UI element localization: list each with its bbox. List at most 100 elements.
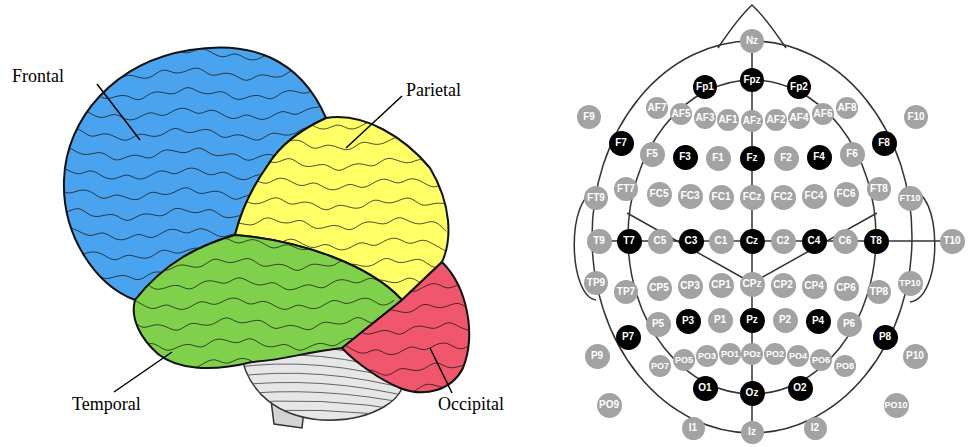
electrode-node: C5 [648,229,673,254]
gyrus-line [55,185,319,200]
electrode-label: CP2 [773,280,792,290]
electrode-node: Oz [740,381,765,406]
gyrus-line [230,198,446,211]
electrode-node: TP7 [614,280,638,304]
electrode-label: TP8 [870,287,888,297]
electrode-label: C5 [654,236,667,246]
electrode-circle [787,345,809,367]
electrode-node: AF2 [765,109,787,131]
electrode-label: FT8 [870,184,888,194]
electrode-circle [670,103,692,125]
electrode-node: I1 [682,417,705,440]
electrode-circle [709,185,734,210]
electrode-text-box: C1 [709,229,734,254]
electrode-label: PO5 [675,356,693,365]
electrode-text-box: AFz [741,110,763,132]
electrode-circle [584,271,608,295]
electrode-circle [834,182,859,207]
electrode-text-box: CP2 [771,273,796,298]
gyrus-line [55,228,319,240]
electrode-label: P6 [843,319,855,329]
electrode-circle [741,343,763,365]
electrode-label: PO9 [599,400,619,410]
electrode-text-box: AF1 [717,109,739,131]
guide-line [752,213,877,283]
gyrus-line [230,158,446,170]
electrode-circle [696,345,718,367]
electrode-circle [740,68,764,92]
electrode-circle [774,146,799,171]
electrode-label: FT7 [617,184,635,194]
electrode-node: P9 [585,344,610,369]
electrode-text-box: P9 [585,344,610,369]
electrode-text-box: FC6 [834,182,859,207]
electrode-text-box: FT9 [584,186,608,210]
gyrus-line [230,238,446,251]
electrode-label: PO6 [812,356,830,365]
electrode-text-box: FCz [740,185,765,210]
electrode-label: P4 [812,316,824,326]
gyrus-line [230,138,446,153]
electrode-node: Iz [741,421,764,444]
gyrus-line [340,362,472,375]
electrode-node: PO3 [696,345,718,367]
electrode-label: C1 [715,236,728,246]
electrode-label: FC5 [650,189,669,199]
electrode-circle [717,109,739,131]
electrode-node: P4 [806,309,831,334]
electrode-text-box: TP7 [614,280,638,304]
electrode-node: P10 [903,344,928,369]
folium-line [230,410,415,419]
electrode-circle [647,182,672,207]
electrode-text-box: P10 [903,344,928,369]
electrode-label: F1 [712,153,724,163]
electrode-text-box: F1 [706,146,731,171]
gyrus-line [55,208,319,221]
lobe-label: Parietal [404,80,463,101]
electrode-circle [740,29,764,53]
electrode-node: FC5 [647,182,672,207]
electrode-circle [679,229,704,254]
electrode-circle [616,325,641,350]
electrode-circle [903,344,928,369]
lobe-label: Temporal [70,394,143,415]
gyrus-line [55,287,319,300]
electrode-text-box: F9 [577,105,601,129]
electrode-text-box: PO8 [834,355,856,377]
electrode-circle [788,107,810,129]
electrode-node: Fp1 [693,75,717,99]
electrode-text-box: T9 [587,229,612,254]
electrode-circle [833,229,858,254]
electrode-circle [802,184,827,209]
electrode-circle [673,145,698,170]
electrode-text-box: FT7 [614,177,638,201]
electrode-text-box: C3 [679,229,704,254]
electrode-text-box: AF7 [646,97,668,119]
electrode-node: AF6 [812,103,834,125]
electrode-label: PO3 [698,352,716,361]
electrode-circle [682,417,705,440]
electrode-label: Fp2 [790,82,808,92]
electrode-text-box: PO4 [787,345,809,367]
electrode-text-box: O2 [788,376,813,401]
electrode-text-box: Fpz [740,68,764,92]
electrode-circle [898,186,923,211]
electrode-label: POz [743,350,761,359]
leader-line [346,96,402,148]
electrode-circle [676,309,701,334]
gyrus-line [55,148,319,161]
electrode-node: FC6 [834,182,859,207]
electrode-node: CPz [740,272,765,297]
electrode-label: P9 [591,351,603,361]
electrode-node: C6 [833,229,858,254]
electrode-circle [740,146,765,171]
electrode-text-box: AF3 [694,107,716,129]
electrode-label: AF1 [719,115,738,125]
electrode-node: AF4 [788,107,810,129]
electrode-label: O2 [793,383,806,393]
electrode-text-box: FC1 [709,185,734,210]
electrode-label: TP10 [899,279,921,288]
electrode-circle [640,142,665,167]
lobe-label: Frontal [10,66,66,87]
